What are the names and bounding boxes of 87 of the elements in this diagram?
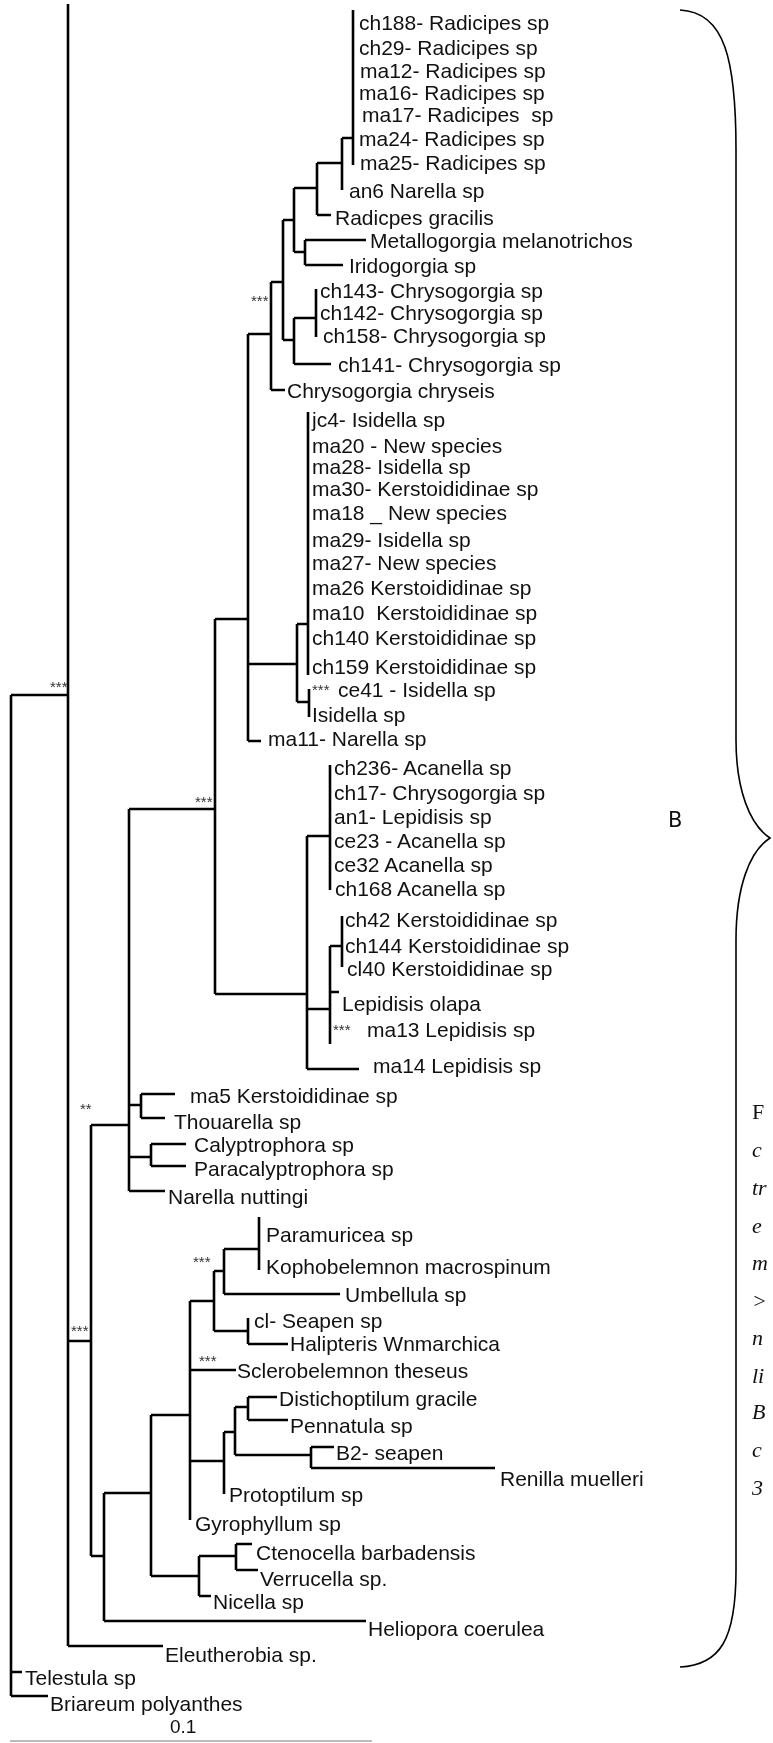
species-label: ma24- Radicipes sp [359, 127, 545, 149]
species-label: Telestula sp [25, 1666, 136, 1688]
support-value: *** [251, 292, 269, 308]
support-value: *** [312, 681, 330, 697]
species-label: ma30- Kerstoididinae sp [312, 477, 539, 499]
species-label: ma12- Radicipes sp [360, 59, 546, 81]
species-label: B2- seapen [336, 1441, 444, 1463]
species-label: Renilla muelleri [500, 1467, 644, 1489]
caption-fragment: m [752, 1252, 768, 1274]
species-label: ce23 - Acanella sp [334, 829, 506, 851]
species-label: ce41 - Isidella sp [338, 678, 496, 700]
support-value: *** [199, 1352, 217, 1368]
caption-fragment: c [752, 1439, 762, 1461]
species-label: ch17- Chrysogorgia sp [334, 781, 546, 803]
species-label: jc4- Isidella sp [312, 408, 446, 430]
species-label: ma25- Radicipes sp [360, 151, 546, 173]
species-label: ch142- Chrysogorgia sp [320, 301, 543, 323]
species-label: Briareum polyanthes [50, 1692, 243, 1714]
species-label: ma18 _ New species [312, 501, 507, 523]
species-label: Narella nuttingi [168, 1185, 309, 1207]
caption-fragment: li [752, 1365, 765, 1387]
species-label: ch159 Kerstoididinae sp [312, 655, 537, 677]
species-label: ch236- Acanella sp [334, 756, 512, 778]
species-label: ch188- Radicipes sp [359, 11, 550, 33]
species-label: Pennatula sp [290, 1414, 413, 1436]
species-label: an1- Lepidisis sp [334, 805, 492, 827]
species-label: ma5 Kerstoididinae sp [190, 1084, 398, 1106]
species-label: ma29- Isidella sp [312, 528, 471, 550]
caption-fragment: 3 [752, 1477, 763, 1499]
support-value: ** [80, 1100, 92, 1116]
species-label: Sclerobelemnon theseus [237, 1359, 469, 1381]
species-label: ma20 - New species [312, 434, 503, 456]
species-label: Calyptrophora sp [194, 1133, 354, 1155]
caption-fragment: B [752, 1401, 766, 1423]
species-label: ma10 Kerstoididinae sp [312, 601, 538, 623]
species-label: ma11- Narella sp [268, 727, 427, 749]
species-label: Thouarella sp [174, 1110, 302, 1132]
species-label: Heliopora coerulea [368, 1617, 545, 1639]
caption-fragment: n [752, 1327, 763, 1349]
species-label: Radicpes gracilis [335, 206, 494, 228]
support-value: *** [71, 1322, 89, 1338]
species-label: Umbellula sp [345, 1283, 467, 1305]
species-label: Nicella sp [213, 1590, 305, 1612]
species-label: ma13 Lepidisis sp [367, 1018, 536, 1040]
species-label: cl40 Kerstoididinae sp [347, 957, 553, 979]
species-label: Lepidisis olapa [342, 992, 481, 1014]
caption-fragment: F [752, 1101, 765, 1123]
species-label: Ctenocella barbadensis [256, 1541, 476, 1563]
species-label: Isidella sp [312, 703, 406, 725]
support-value: *** [195, 793, 213, 809]
species-label: ma16- Radicipes sp [359, 81, 545, 103]
species-label: ce32 Acanella sp [334, 853, 493, 875]
species-label: Kophobelemnon macrospinum [266, 1255, 551, 1277]
support-value: *** [333, 1021, 351, 1037]
species-label: Distichoptilum gracile [279, 1387, 478, 1409]
species-label: cl- Seapen sp [254, 1309, 383, 1331]
support-value: *** [50, 678, 68, 694]
species-label: ch29- Radicipes sp [359, 36, 538, 58]
species-label: Paracalyptrophora sp [194, 1157, 394, 1179]
species-label: Eleutherobia sp. [165, 1643, 317, 1665]
species-label: ma17- Radicipes sp [362, 103, 554, 125]
species-label: ch140 Kerstoididinae sp [312, 626, 537, 648]
species-label: ma26 Kerstoididinae sp [312, 576, 532, 598]
support-value: *** [193, 1253, 211, 1269]
caption-fragment: e [752, 1215, 762, 1237]
clade-label: B [668, 809, 683, 831]
caption-fragment: > [752, 1290, 767, 1312]
species-label: ch141- Chrysogorgia sp [338, 353, 561, 375]
species-label: ma14 Lepidisis sp [373, 1054, 542, 1076]
species-label: Verrucella sp. [260, 1567, 388, 1589]
species-label: ch143- Chrysogorgia sp [320, 279, 543, 301]
scale-label: 0.1 [170, 1716, 197, 1736]
species-label: Gyrophyllum sp [195, 1512, 341, 1534]
species-label: an6 Narella sp [349, 179, 485, 201]
species-label: ma27- New species [312, 551, 497, 573]
species-label: ch144 Kerstoididinae sp [345, 934, 570, 956]
species-label: Paramuricea sp [266, 1223, 414, 1245]
species-label: Iridogorgia sp [349, 254, 477, 276]
species-label: Protoptilum sp [229, 1483, 364, 1505]
species-label: ch42 Kerstoididinae sp [345, 908, 558, 930]
species-label: ch168 Acanella sp [335, 877, 506, 899]
caption-fragment: c [752, 1139, 762, 1161]
species-label: Halipteris Wnmarchica [290, 1332, 501, 1354]
species-label: Metallogorgia melanotrichos [370, 229, 633, 251]
caption-fragment: tr [752, 1177, 767, 1199]
species-label: Chrysogorgia chryseis [287, 379, 495, 401]
species-label: ch158- Chrysogorgia sp [323, 324, 546, 346]
